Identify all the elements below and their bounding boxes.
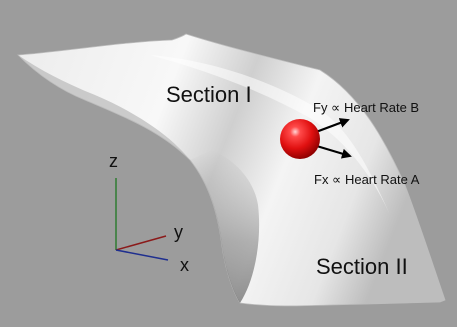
z-axis-label: z xyxy=(109,151,118,171)
surface-highlight xyxy=(150,55,390,215)
force-y-arrow xyxy=(315,118,350,134)
force-y-label: Fy ∝ Heart Rate B xyxy=(313,100,420,115)
y-axis-line xyxy=(115,235,167,251)
surface-fold-shadow xyxy=(190,150,260,303)
x-axis-line xyxy=(115,249,169,261)
surface-left-rim xyxy=(18,55,190,160)
section-1-label: Section I xyxy=(166,82,252,107)
force-x-label: Fx ∝ Heart Rate A xyxy=(314,172,420,187)
y-axis-label: y xyxy=(174,222,183,242)
red-ball xyxy=(280,119,320,159)
x-axis-label: x xyxy=(180,255,189,275)
section-2-label: Section II xyxy=(316,254,408,279)
